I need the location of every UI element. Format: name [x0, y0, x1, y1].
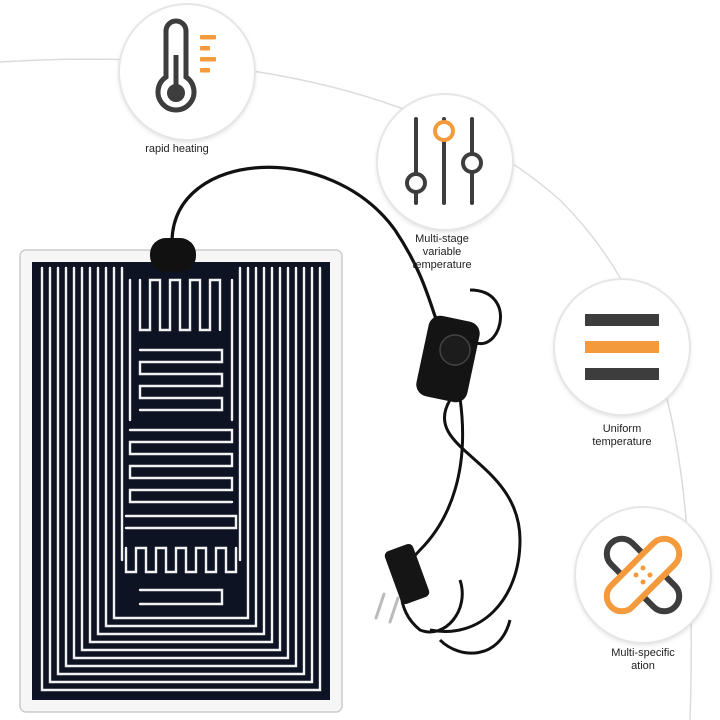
feature-label-line: ation — [631, 660, 655, 672]
feature-label-multi-specification: Multi-specific ation — [573, 647, 713, 673]
layers-icon — [585, 314, 659, 380]
feature-label-uniform-temperature: Uniform temperature — [552, 423, 692, 449]
feature-label-line: temperature — [592, 436, 652, 448]
bandage-icon — [603, 535, 683, 615]
feature-label-line: Uniform — [602, 423, 642, 435]
sliders-icon — [405, 117, 483, 205]
feature-label-line: Multi-stage — [415, 233, 469, 245]
feature-label-variable-temperature: Multi-stage variable temperature — [372, 233, 512, 272]
feature-rapid-heating-badge — [120, 5, 254, 139]
feature-uniform-temperature-badge — [555, 280, 689, 414]
feature-label-rapid-heating: rapid heating — [145, 143, 209, 155]
feature-multi-specification-badge — [576, 508, 710, 642]
feature-label-line: temperature — [412, 259, 472, 271]
feature-variable-temperature-badge — [378, 95, 512, 229]
feature-label-line: Multi-specific — [611, 647, 675, 659]
feature-label-line: variable — [422, 246, 462, 258]
thermometer-icon — [155, 18, 216, 113]
